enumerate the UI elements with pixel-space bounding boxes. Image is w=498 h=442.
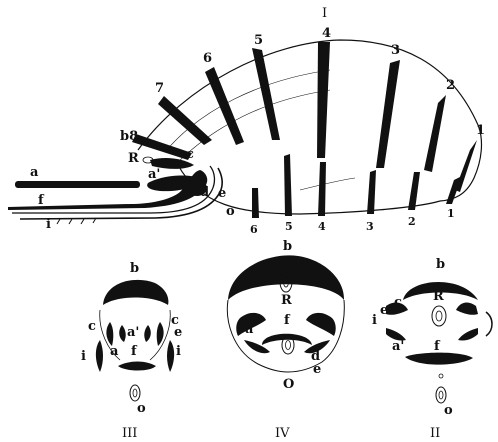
III-band-b [103, 280, 168, 305]
label-i: i [46, 217, 51, 232]
main-figure: I 1 2 3 4 [8, 6, 485, 236]
III-organ-i-left [96, 340, 103, 372]
inner-line [165, 70, 330, 152]
section-label-III: III [122, 426, 137, 441]
dorsal-num-2: 2 [446, 78, 455, 93]
ventral-num-4: 4 [318, 220, 326, 233]
dorsal-num-6: 6 [203, 51, 212, 66]
ventral-num-2: 2 [408, 215, 416, 228]
ventral-stripe-6 [252, 188, 259, 218]
III-band-f [118, 362, 156, 371]
II-R-inner [436, 311, 442, 321]
II-label-o: o [444, 403, 453, 418]
label-R: R [128, 151, 139, 166]
section-label-II: II [430, 426, 440, 441]
IV-label-f: f [284, 313, 291, 328]
section-II: b R i e c a' f o II [372, 257, 492, 441]
IV-label-a: a [245, 322, 254, 337]
III-organ-i-right [167, 340, 174, 372]
III-organ-a-prime-left [119, 325, 126, 342]
dorsal-num-1: 1 [476, 123, 485, 138]
inner-line-3 [300, 178, 355, 190]
dorsal-stripe-6 [205, 67, 244, 145]
II-label-f: f [434, 339, 441, 354]
IV-organ-a-right [306, 313, 336, 336]
III-label-c-left: c [88, 319, 96, 334]
III-label-i-left: i [81, 349, 86, 364]
section-III: b c c e i i a' a f o III [81, 261, 182, 441]
II-R-outer [432, 306, 446, 326]
III-label-e: e [174, 325, 182, 340]
ventral-num-3: 3 [366, 220, 374, 233]
III-organ-c-right [157, 322, 164, 346]
dorsal-stripe-3 [376, 60, 400, 168]
dorsal-num-5: 5 [254, 33, 263, 48]
ventral-stripe-4 [318, 162, 326, 216]
label-c: c [186, 147, 194, 162]
ventral-num-1: 1 [447, 207, 455, 220]
label-d: d [200, 185, 209, 200]
IV-band-f [262, 334, 312, 345]
III-label-b: b [130, 261, 139, 276]
dorsal-stripe-8 [132, 134, 192, 160]
II-label-R: R [433, 289, 444, 304]
II-o-inner [439, 391, 443, 399]
II-edge-right [486, 312, 492, 336]
dorsal-num-8: b8 [120, 129, 138, 144]
ventral-num-5: 5 [285, 220, 293, 233]
label-o: o [226, 204, 235, 219]
III-o-inner [133, 389, 137, 397]
figure-label-I: I [322, 6, 327, 21]
II-o-outer [436, 387, 446, 403]
label-e: e [218, 186, 226, 201]
II-label-a-prime: a' [392, 339, 404, 354]
ventral-stripe-2 [408, 172, 420, 210]
dorsal-stripe-5 [252, 48, 280, 140]
ventral-stripe-3 [367, 170, 376, 214]
III-label-a: a [110, 344, 119, 359]
IV-label-b: b [283, 239, 292, 254]
section-IV: b R a f d e O IV [227, 239, 344, 441]
IV-label-e: e [313, 362, 321, 377]
dorsal-num-3: 3 [391, 43, 400, 58]
III-organ-c-left [106, 322, 113, 346]
dorsal-num-4: 4 [322, 26, 331, 41]
III-organ-a-prime-right [144, 325, 151, 342]
ventral-num-6: 6 [250, 223, 258, 236]
II-organ-a-right [458, 328, 478, 341]
dorsal-num-7: 7 [155, 81, 164, 96]
label-a: a [30, 165, 39, 180]
dorsal-stripe-4 [317, 42, 330, 158]
II-organ-c-right [456, 303, 478, 315]
label-a-prime: a' [148, 167, 160, 182]
IV-o-inner [286, 341, 291, 350]
dorsal-stripe-2 [424, 95, 446, 172]
II-label-c: c [394, 295, 402, 310]
III-o-outer [130, 385, 140, 401]
section-label-IV: IV [275, 426, 290, 441]
label-f: f [38, 193, 45, 208]
II-dot [439, 374, 443, 378]
II-label-b: b [436, 257, 445, 272]
III-label-i-right: i [176, 344, 181, 359]
ventral-stripe-5 [284, 154, 292, 216]
dorsal-stripe-7 [158, 96, 212, 145]
III-label-a-prime: a' [127, 325, 139, 340]
II-band-f [405, 353, 473, 365]
II-label-i: i [372, 313, 377, 328]
IV-label-R: R [281, 293, 292, 308]
IV-label-o: O [283, 377, 294, 392]
III-label-o: o [137, 401, 146, 416]
III-label-f: f [131, 344, 138, 359]
bar-a [15, 181, 140, 188]
II-label-e: e [380, 303, 388, 318]
